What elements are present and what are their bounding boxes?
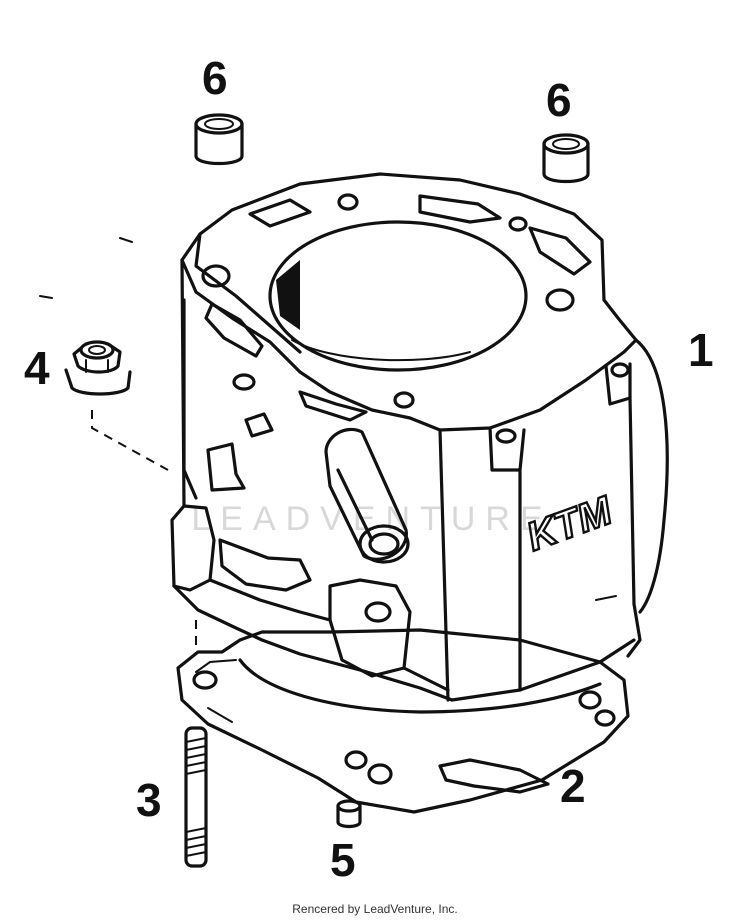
cylinder[interactable]: KTM bbox=[170, 172, 669, 702]
dowel-sleeve-left[interactable] bbox=[194, 113, 244, 166]
cylinder-base-gasket[interactable] bbox=[176, 628, 630, 814]
dowel-sleeve-bottom[interactable] bbox=[336, 799, 362, 829]
stud[interactable] bbox=[184, 726, 208, 868]
callout-1: 1 bbox=[688, 324, 714, 376]
collar-nut[interactable] bbox=[64, 340, 132, 396]
dowel-sleeve-right[interactable] bbox=[542, 133, 590, 184]
callout-3: 3 bbox=[136, 774, 162, 826]
callout-5: 5 bbox=[330, 834, 356, 886]
footer-credit: Rencered by LeadVenture, Inc. bbox=[292, 902, 458, 916]
watermark: LEADVENTURE bbox=[191, 500, 552, 538]
callout-6-left: 6 bbox=[202, 52, 228, 104]
callout-6-right: 6 bbox=[546, 74, 572, 126]
nut-leader-line bbox=[91, 410, 169, 471]
callout-2: 2 bbox=[560, 760, 586, 812]
guide-tick bbox=[39, 237, 133, 299]
callout-4: 4 bbox=[24, 342, 50, 394]
brand-logo: KTM bbox=[521, 488, 619, 560]
